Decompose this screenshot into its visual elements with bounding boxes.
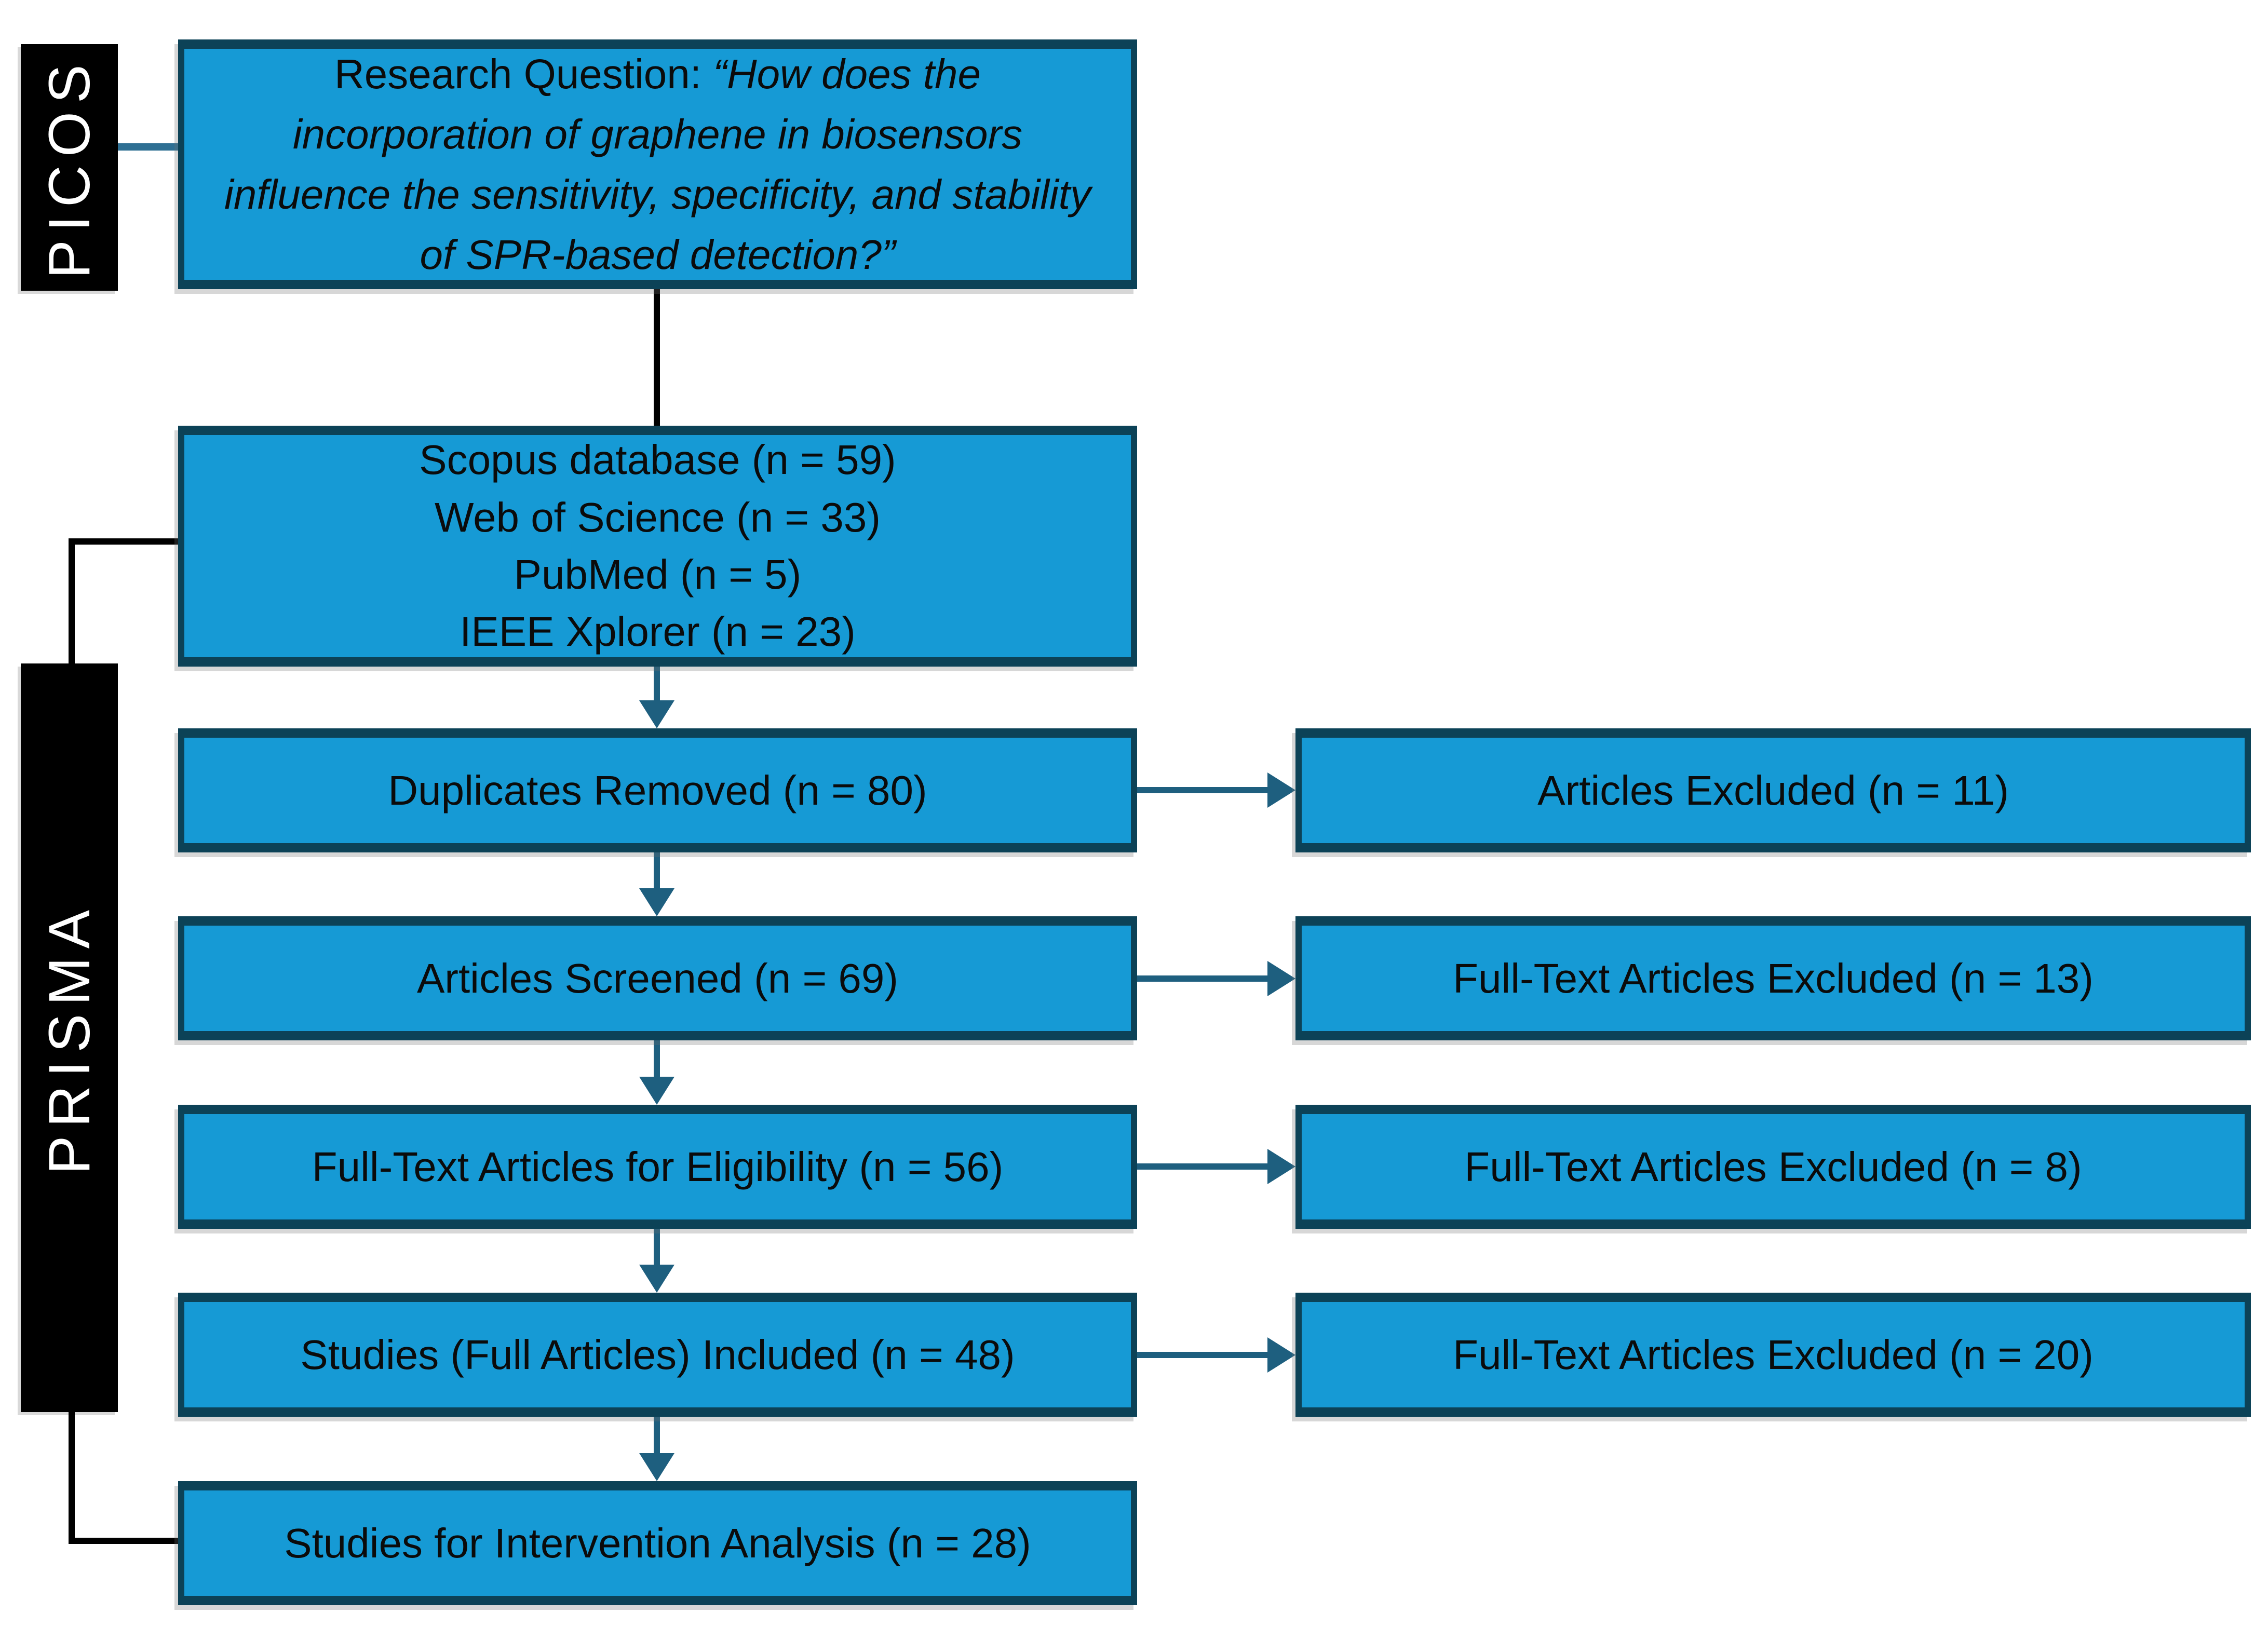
prisma-bracket-top-horizontal: [69, 538, 178, 545]
fulltext-eligibility-box: Full-Text Articles for Eligibility (n = …: [178, 1105, 1137, 1229]
arrow-databases-to-duplicates-shaft: [654, 667, 660, 701]
articles-screened-box: Articles Screened (n = 69): [178, 916, 1137, 1040]
research-question-quote: “How does the incorporation of graphene …: [224, 50, 1091, 278]
arrow-screened-to-eligibility-shaft: [654, 1040, 660, 1078]
fulltext-excluded-included-box: Full-Text Articles Excluded (n = 20): [1295, 1293, 2251, 1417]
arrow-included-to-excluded-head: [1267, 1337, 1295, 1373]
arrow-included-to-excluded-shaft: [1137, 1352, 1268, 1358]
research-question-box: Research Question: “How does the incorpo…: [178, 39, 1137, 289]
studies-included-text: Studies (Full Articles) Included (n = 48…: [300, 1331, 1015, 1378]
source-web-of-science: Web of Science (n = 33): [435, 494, 881, 540]
source-pubmed: PubMed (n = 5): [514, 551, 802, 598]
fulltext-eligibility-text: Full-Text Articles for Eligibility (n = …: [312, 1143, 1004, 1190]
fulltext-excluded-eligibility-box: Full-Text Articles Excluded (n = 8): [1295, 1105, 2251, 1229]
research-question-text: Research Question: “How does the incorpo…: [184, 44, 1131, 285]
arrow-screened-to-excluded-shaft: [1137, 975, 1268, 982]
duplicates-removed-box: Duplicates Removed (n = 80): [178, 728, 1137, 852]
arrow-screened-to-eligibility-head: [639, 1077, 674, 1105]
arrow-duplicates-to-excluded-head: [1267, 772, 1295, 808]
identification-sources-box: Scopus database (n = 59) Web of Science …: [178, 426, 1137, 667]
fulltext-excluded-eligibility-text: Full-Text Articles Excluded (n = 8): [1464, 1143, 2082, 1190]
studies-included-box: Studies (Full Articles) Included (n = 48…: [178, 1293, 1137, 1417]
prisma-bracket-bottom-horizontal: [69, 1538, 178, 1544]
rq-to-databases-line: [654, 289, 660, 426]
source-ieee-xplorer: IEEE Xplorer (n = 23): [460, 608, 856, 655]
arrow-duplicates-to-screened-head: [639, 888, 674, 916]
identification-sources-text: Scopus database (n = 59) Web of Science …: [393, 431, 922, 661]
arrow-eligibility-to-excluded-shaft: [1137, 1163, 1268, 1170]
prisma-bar: PRISMA: [21, 663, 118, 1412]
articles-excluded-box: Articles Excluded (n = 11): [1295, 728, 2251, 852]
picos-bar: PICOS: [21, 44, 118, 291]
arrow-included-to-intervention-shaft: [654, 1417, 660, 1454]
research-question-prefix: Research Question:: [334, 50, 713, 97]
source-scopus: Scopus database (n = 59): [419, 437, 896, 483]
arrow-eligibility-to-included-shaft: [654, 1229, 660, 1266]
arrow-duplicates-to-excluded-shaft: [1137, 787, 1268, 793]
articles-excluded-text: Articles Excluded (n = 11): [1537, 767, 2009, 813]
arrow-included-to-intervention-head: [639, 1453, 674, 1481]
duplicates-removed-text: Duplicates Removed (n = 80): [388, 767, 927, 813]
arrow-databases-to-duplicates-head: [639, 700, 674, 728]
prisma-bracket-top-vertical: [69, 538, 75, 666]
arrow-duplicates-to-screened-shaft: [654, 852, 660, 889]
prisma-bracket-bottom-vertical: [69, 1410, 75, 1544]
picos-connector-line: [118, 143, 178, 151]
picos-label: PICOS: [37, 56, 102, 279]
fulltext-excluded-screening-box: Full-Text Articles Excluded (n = 13): [1295, 916, 2251, 1040]
arrow-screened-to-excluded-head: [1267, 961, 1295, 996]
prisma-label: PRISMA: [37, 901, 102, 1174]
arrow-eligibility-to-included-head: [639, 1265, 674, 1293]
intervention-analysis-box: Studies for Intervention Analysis (n = 2…: [178, 1481, 1137, 1605]
intervention-analysis-text: Studies for Intervention Analysis (n = 2…: [284, 1520, 1031, 1566]
fulltext-excluded-screening-text: Full-Text Articles Excluded (n = 13): [1453, 955, 2094, 1001]
articles-screened-text: Articles Screened (n = 69): [416, 955, 899, 1001]
arrow-eligibility-to-excluded-head: [1267, 1149, 1295, 1184]
fulltext-excluded-included-text: Full-Text Articles Excluded (n = 20): [1453, 1331, 2094, 1378]
